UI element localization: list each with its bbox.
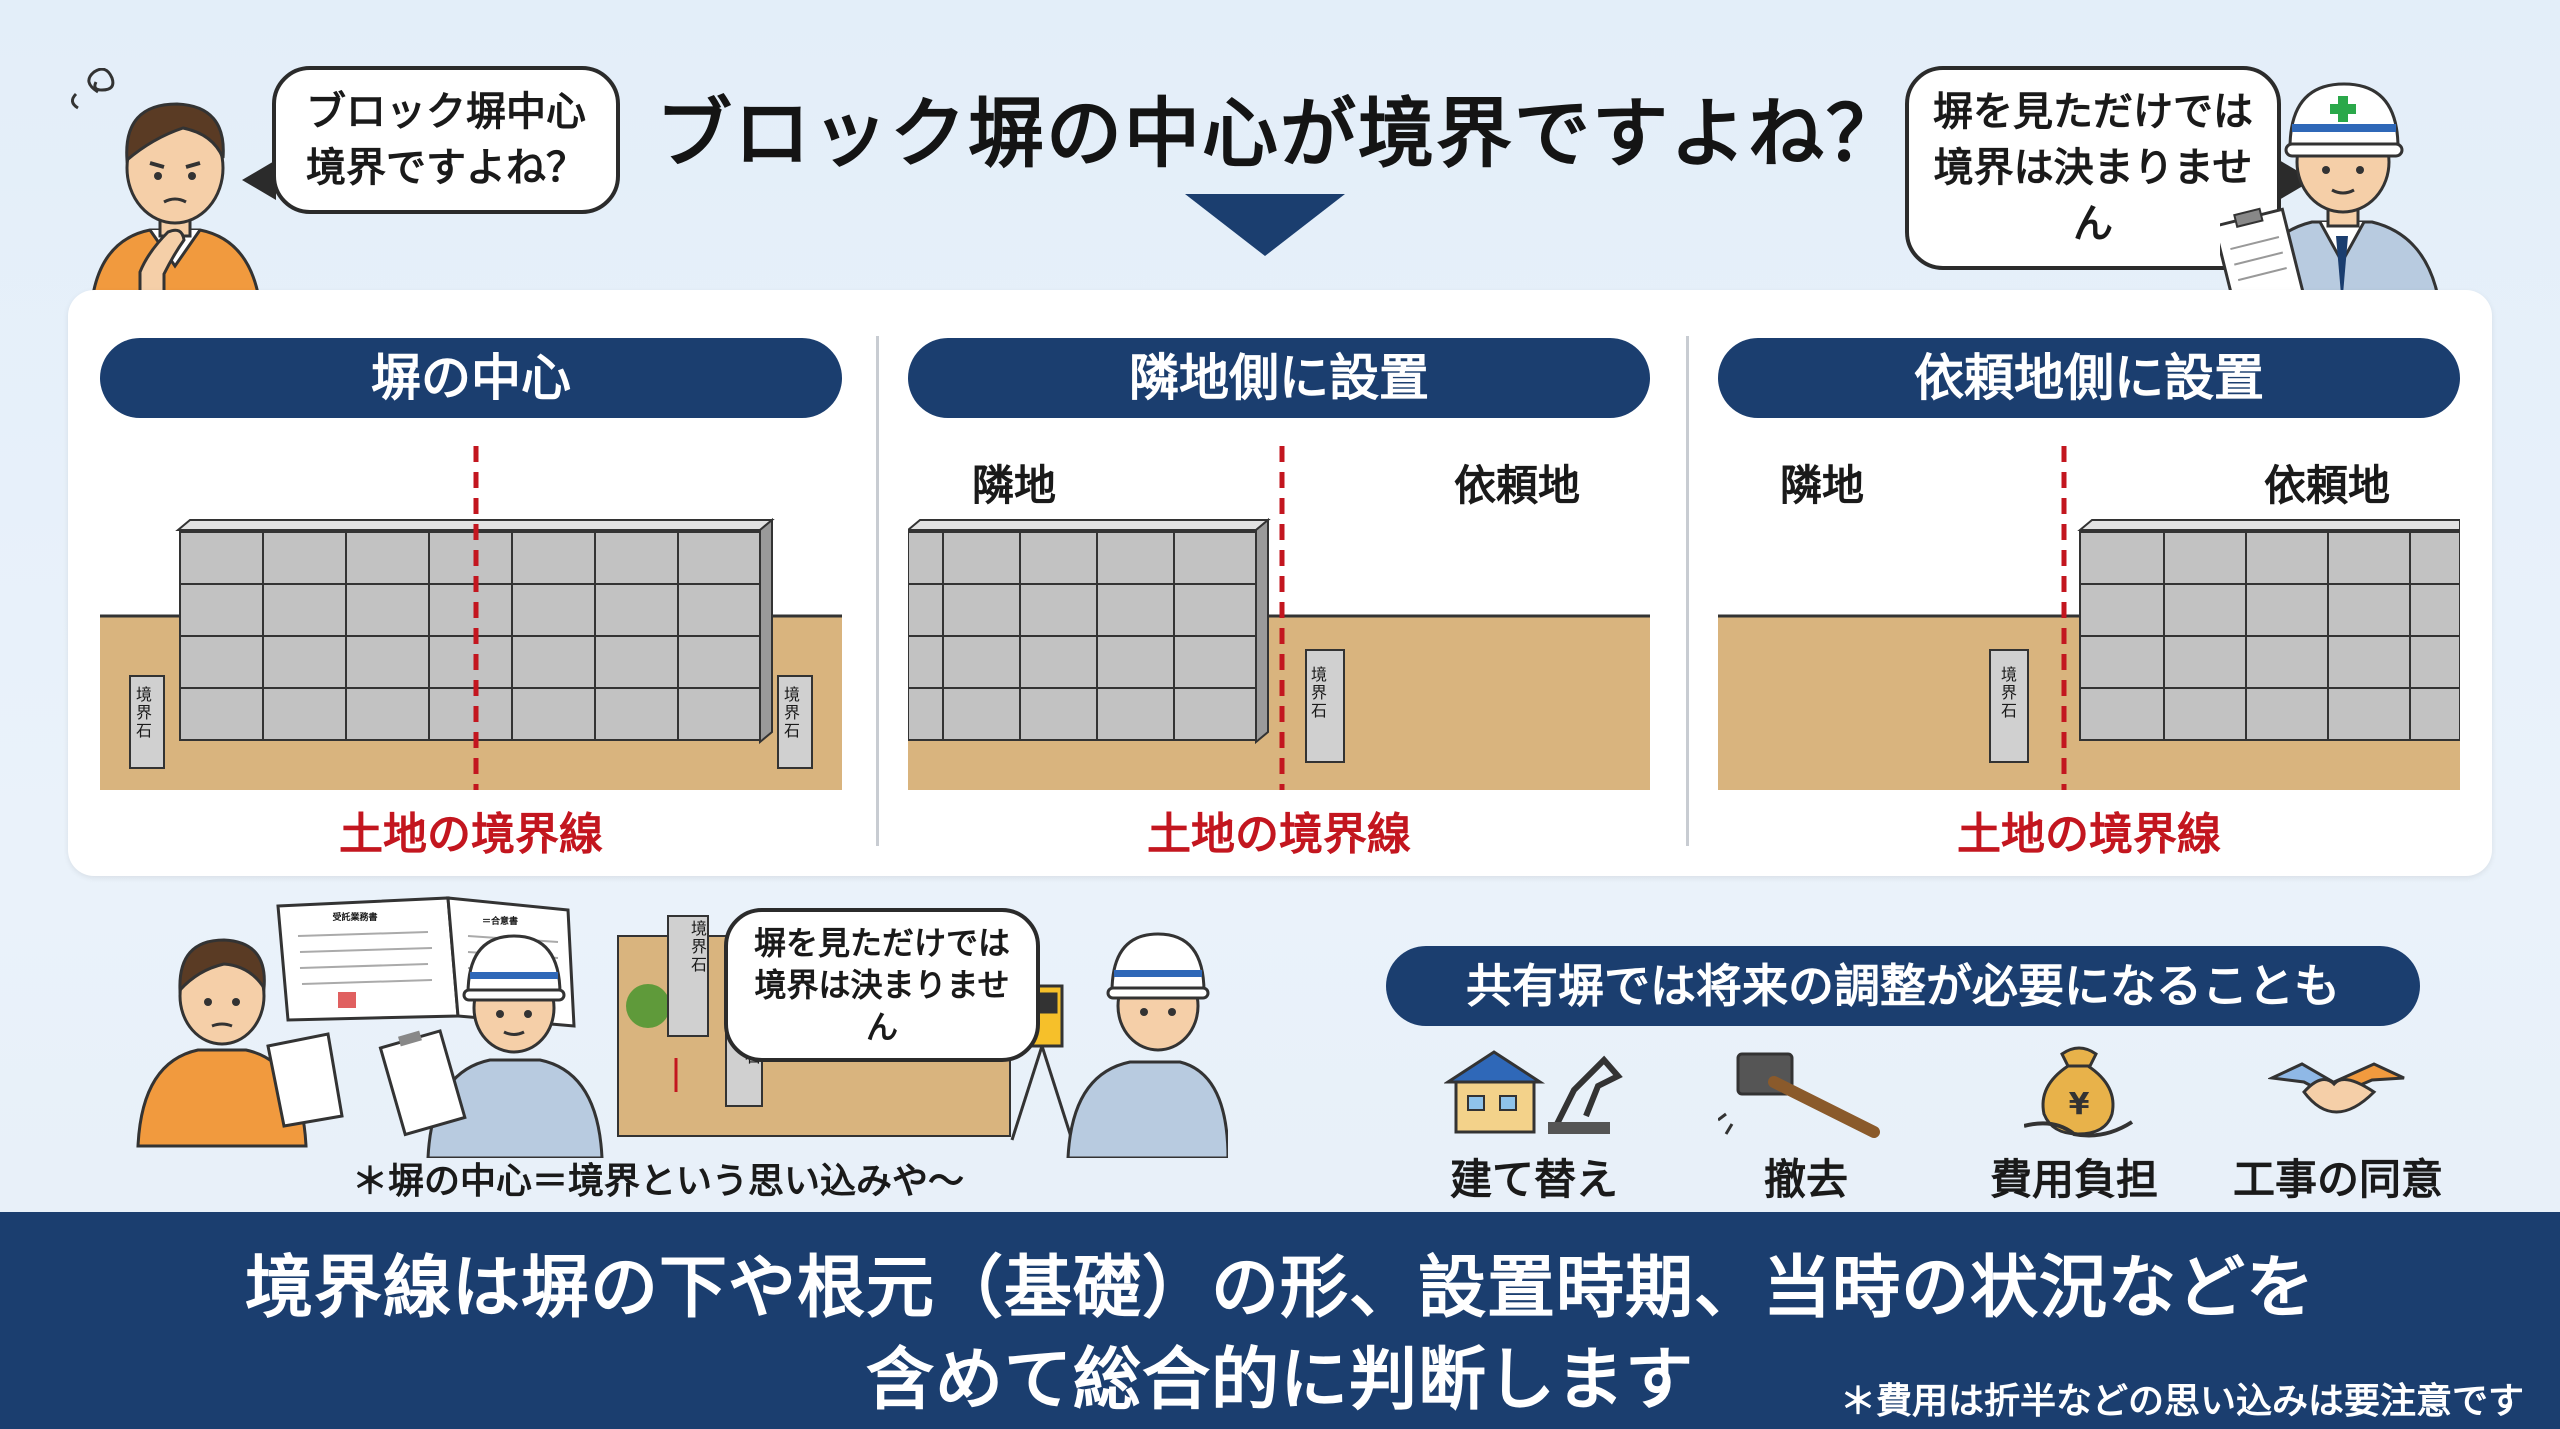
- panel-title-client-side: 依頼地側に設置: [1718, 338, 2460, 418]
- panel-divider: [876, 336, 879, 846]
- surveyor-bubble-line-2: 境界は決まりません: [1933, 145, 2253, 247]
- page-title: ブロック塀の中心が境界ですよね？: [656, 89, 1904, 178]
- field-speech-bubble: 塀を見ただけでは 境界は決まりません: [724, 908, 1040, 1062]
- field-bubble-line-1: 塀を見ただけでは: [753, 924, 1010, 962]
- panel-title-neighbor-side: 隣地側に設置: [908, 338, 1650, 418]
- boundary-line-label: 土地の境界線: [339, 809, 603, 860]
- document-subtitle: ＝合意書: [481, 917, 518, 927]
- surveyor-speech-bubble: 塀を見ただけでは 境界は決まりません: [1905, 66, 2281, 270]
- client-land-label: 依頼地: [1454, 461, 1581, 510]
- work-consent-label: 工事の同意: [2232, 1155, 2443, 1204]
- down-arrow-icon: [1185, 194, 1345, 256]
- client-land-label: 依頼地: [2264, 461, 2391, 510]
- wall-center-diagram: [100, 446, 842, 790]
- boundary-stone-label: 境界石: [783, 685, 800, 740]
- footer-banner: [0, 1212, 2560, 1429]
- wall-client-side-diagram: [1718, 446, 2460, 790]
- boundary-line-label: 土地の境界線: [1957, 809, 2221, 860]
- field-stone-label: 境界石: [690, 919, 707, 974]
- owner-bubble-line-1: ブロック塀中心: [306, 89, 586, 135]
- cost-burden-label: 費用負担: [1989, 1155, 2158, 1204]
- handshake-icon: [2268, 1062, 2405, 1114]
- shared-wall-notice-title: 共有塀では将来の調整が必要になることも: [1386, 946, 2420, 1026]
- removal-label: 撤去: [1763, 1155, 1848, 1204]
- rebuild-label: 建て替え: [1449, 1155, 1618, 1204]
- boundary-line-label: 土地の境界線: [1147, 809, 1411, 860]
- surveyor-illustration: [2220, 82, 2444, 330]
- owner-bubble-tail: [242, 160, 276, 200]
- document-title: 受託業務書: [332, 913, 378, 923]
- hammer-icon: [1718, 1052, 1880, 1138]
- house-excavator-icon: [1444, 1050, 1623, 1134]
- footer-line-2: 含めて総合的に判断します: [865, 1341, 1694, 1420]
- neighbor-land-label: 隣地: [1780, 461, 1865, 510]
- owner-speech-bubble: ブロック塀中心 境界ですよね？: [272, 66, 620, 214]
- surveyor-bubble-line-1: 塀を見ただけでは: [1933, 89, 2253, 135]
- panel-title-center: 塀の中心: [100, 338, 842, 418]
- svg-text:¥: ¥: [2069, 1087, 2090, 1122]
- panel-divider: [1686, 336, 1689, 846]
- neighbor-land-label: 隣地: [972, 461, 1057, 510]
- boundary-stone-label: 境界石: [135, 685, 152, 740]
- scene-note: ＊塀の中心＝境界という思い込みや〜: [352, 1161, 965, 1202]
- footer-line-1: 境界線は塀の下や根元（基礎）の形、設置時期、当時の状況などを: [244, 1249, 2315, 1328]
- footer-note: ＊費用は折半などの思い込みは要注意です: [1839, 1381, 2524, 1422]
- boundary-stone-label: 境界石: [2000, 665, 2017, 720]
- wall-neighbor-side-diagram: [908, 446, 1650, 790]
- owner-bubble-line-2: 境界ですよね？: [306, 145, 586, 191]
- money-bag-icon: ¥: [2024, 1046, 2134, 1138]
- field-bubble-line-2: 境界は決まりません: [754, 966, 1010, 1046]
- boundary-stone-label: 境界石: [1310, 665, 1327, 720]
- consultation-scene-illustration: [136, 896, 1228, 1158]
